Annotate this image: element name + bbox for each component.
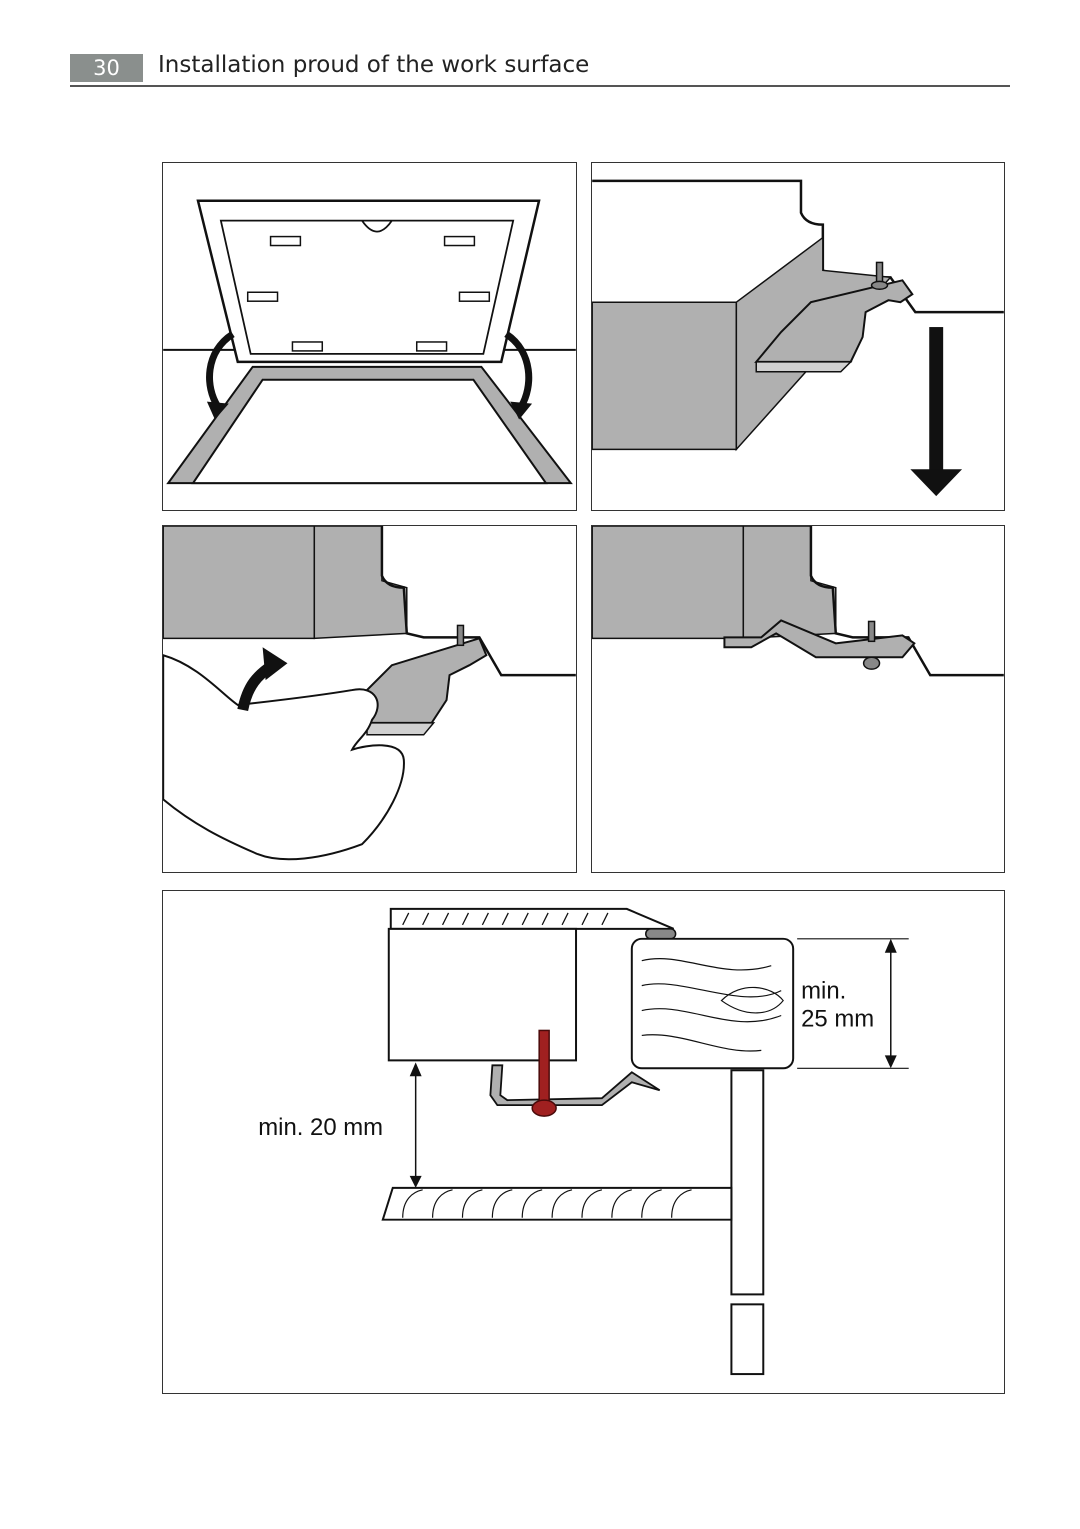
bend-clip-illustration [163, 526, 576, 861]
page-header: 30 Installation proud of the work surfac… [70, 52, 1010, 87]
page-number: 30 [70, 54, 143, 82]
figure-step-3-bend-clip [162, 525, 577, 873]
figure-step-1-hob-placement [162, 162, 577, 511]
figure-cross-section-dimensions: min. 25 mm min. 20 mm [162, 890, 1005, 1394]
cross-section-illustration: min. 25 mm min. 20 mm [258, 907, 909, 1376]
dimension-label-25mm: 25 mm [801, 1005, 874, 1032]
clip-position-illustration [592, 179, 1004, 497]
dimension-label-min-20mm: min. 20 mm [258, 1114, 383, 1141]
dimension-label-min: min. [801, 978, 846, 1005]
hob-placement-illustration [163, 199, 576, 485]
clip-fixed-illustration [592, 526, 1004, 677]
figure-step-4-clip-fixed [591, 525, 1005, 873]
page-title: Installation proud of the work surface [158, 52, 590, 78]
figure-step-2-clip-position [591, 162, 1005, 511]
